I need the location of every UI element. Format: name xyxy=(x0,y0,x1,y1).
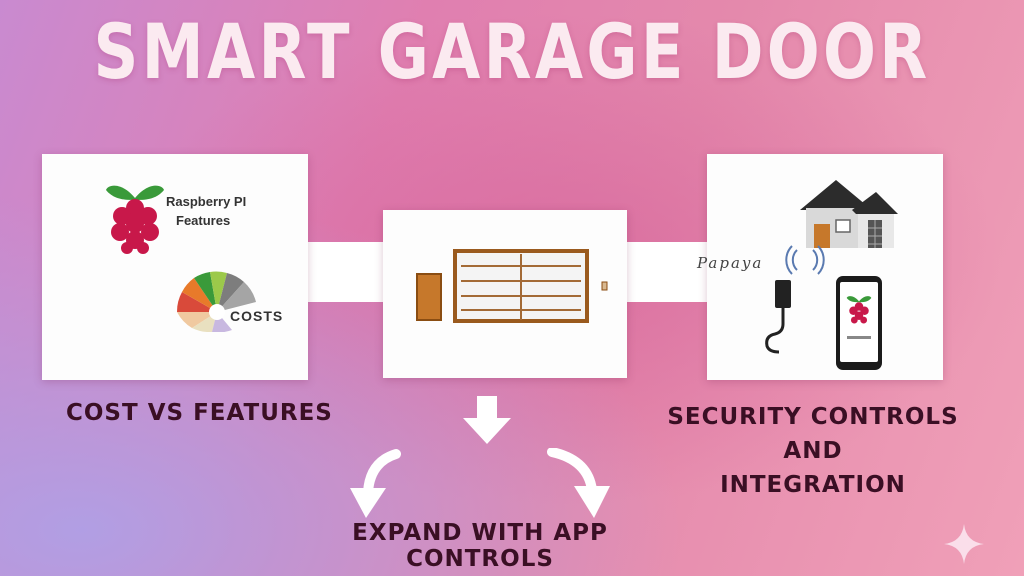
raspberry-pi-logo-icon xyxy=(106,185,164,254)
cost-features-panel: Raspberry PI Features COSTS xyxy=(42,154,308,380)
wireless-signal-icon xyxy=(785,245,825,275)
caption-security-line2: INTEGRATION xyxy=(720,472,906,498)
raspberry-label-line2: Features xyxy=(176,213,231,228)
sparkle-icon xyxy=(944,524,984,564)
curved-arrow-left-icon xyxy=(350,449,401,518)
costs-gauge-icon xyxy=(176,271,256,332)
phone-screen xyxy=(840,282,878,362)
costs-label: COSTS xyxy=(230,308,284,324)
connector-left xyxy=(300,242,390,302)
raspberry-label-line1: Raspberry PI xyxy=(166,194,247,209)
connector-right xyxy=(620,242,715,302)
security-integration-panel: Papaya xyxy=(697,154,943,380)
garage-door-icon xyxy=(416,249,608,323)
house-icon xyxy=(800,180,898,248)
phone-screen-text-line xyxy=(847,336,871,339)
caption-expand-app-controls: EXPAND WITH APP CONTROLS xyxy=(352,520,608,572)
page-title: SMART GARAGE DOOR xyxy=(93,7,931,96)
raspberry-features-label: Raspberry PI Features xyxy=(166,192,246,230)
handwritten-label: Papaya xyxy=(697,254,764,272)
caption-security-line1: SECURITY CONTROLS AND xyxy=(667,404,959,464)
curved-arrow-right-icon xyxy=(547,448,610,518)
down-arrow-icon xyxy=(463,396,511,444)
caption-cost-vs-features: COST VS FEATURES xyxy=(66,400,333,426)
caption-security-controls: SECURITY CONTROLS AND INTEGRATION xyxy=(640,400,986,502)
phone-raspberry-icon xyxy=(846,296,872,324)
garage-door-panel xyxy=(383,210,627,378)
power-adapter-icon xyxy=(765,280,791,354)
smartphone-icon xyxy=(836,276,882,370)
